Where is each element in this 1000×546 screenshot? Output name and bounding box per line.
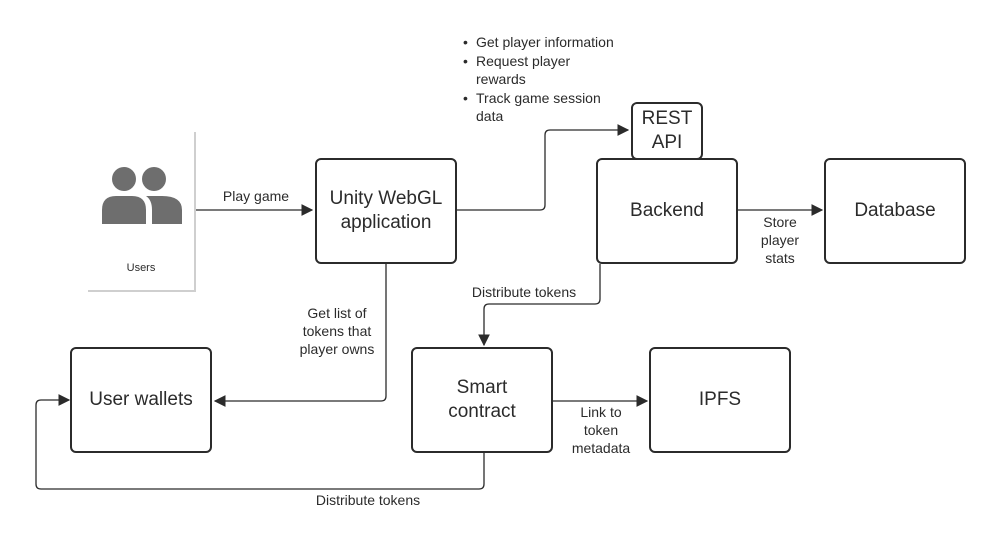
edge-unity-to-user-wallets — [213, 264, 387, 407]
edge-backend-to-smart-contract — [478, 264, 601, 347]
ipfs-node: IPFS — [649, 347, 791, 453]
edge-label-link-token-metadata: Link to token metadata — [562, 403, 640, 457]
unity-webgl-app-node: Unity WebGL application — [315, 158, 457, 264]
edge-label-line: Get list of — [307, 305, 367, 321]
rest-api-label-line-1: REST — [641, 108, 693, 129]
user-wallets-label: User wallets — [89, 389, 193, 410]
api-action-line: data — [476, 108, 504, 124]
edge-label-line: token — [583, 422, 619, 438]
api-action-item: Track game session data — [463, 89, 614, 126]
edge-label-store-player-stats: Store player stats — [748, 213, 812, 267]
edge-label-distribute-tokens-wallets: Distribute tokens — [315, 492, 421, 508]
ipfs-label: IPFS — [698, 389, 742, 410]
edge-label-line: player owns — [299, 341, 375, 357]
unity-webgl-app-label-line-2: application — [340, 212, 432, 233]
edge-label-play-game: Play game — [222, 188, 290, 204]
api-action-line: Track game session — [476, 89, 601, 106]
edge-label-line: Store — [763, 214, 797, 230]
api-action-item: Get player information — [463, 33, 614, 52]
edge-label-line: player — [760, 232, 800, 248]
backend-node: Backend — [596, 158, 738, 264]
smart-contract-label-line-1: Smart — [456, 377, 508, 398]
user-wallets-node: User wallets — [70, 347, 212, 453]
edge-label-get-token-list: Get list of tokens that player owns — [287, 304, 387, 358]
smart-contract-label-line-2: contract — [448, 401, 516, 422]
edge-label-line: Link to — [580, 404, 622, 420]
edge-unity-to-rest-api — [456, 124, 630, 211]
api-actions-list: Get player information Request player re… — [463, 33, 614, 126]
rest-api-label-line-2: API — [651, 132, 683, 153]
api-action-item: Request player rewards — [463, 52, 614, 89]
api-action-line: Request player — [476, 52, 571, 69]
api-action-line: Get player information — [476, 34, 614, 50]
unity-webgl-app-label-line-1: Unity WebGL — [329, 188, 443, 209]
users-label: Users — [126, 262, 156, 274]
edge-label-line: tokens that — [302, 323, 372, 339]
database-label: Database — [854, 200, 936, 221]
backend-label: Backend — [630, 200, 704, 221]
smart-contract-node: Smart contract — [411, 347, 553, 453]
edge-label-distribute-tokens-backend: Distribute tokens — [471, 284, 577, 300]
edge-label-line: stats — [765, 250, 795, 266]
users-icon — [102, 167, 182, 224]
database-node: Database — [824, 158, 966, 264]
edge-smart-contract-to-user-wallets — [35, 394, 485, 490]
rest-api-node: REST API — [631, 102, 703, 160]
users-node: Users — [88, 132, 196, 292]
edge-label-line: metadata — [571, 440, 631, 456]
api-action-line: rewards — [476, 71, 526, 87]
